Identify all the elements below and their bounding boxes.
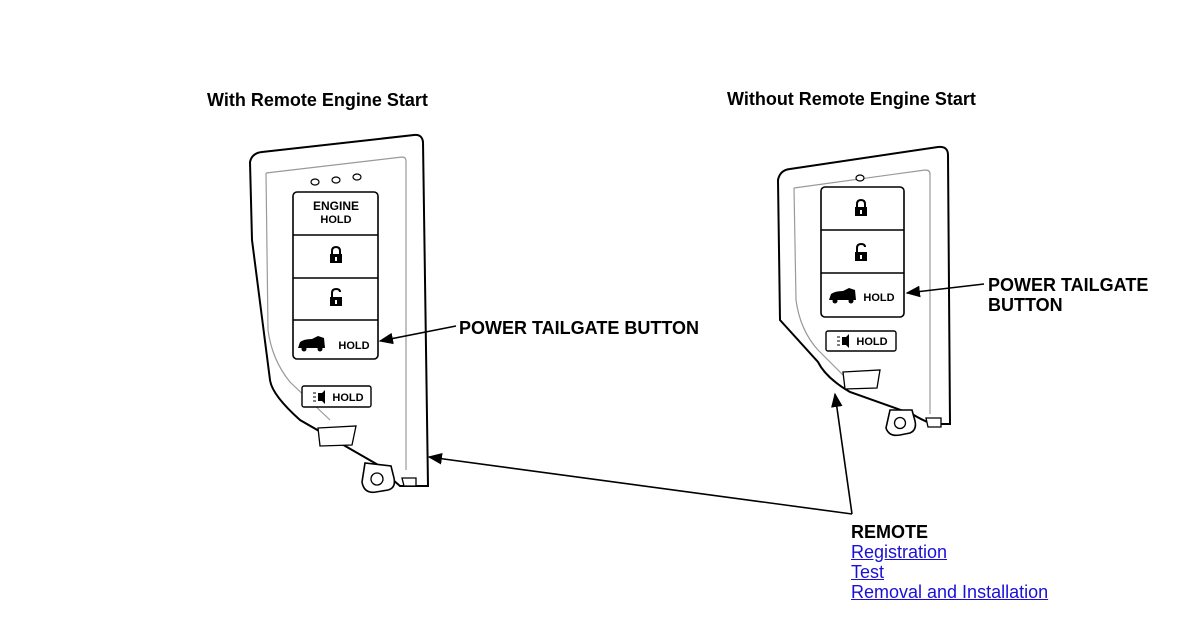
panic-button-left	[301, 385, 372, 408]
leader-left-tailgate	[378, 325, 457, 345]
fob-right-inner-outline	[793, 169, 931, 414]
callout-power-tailgate-left: POWER TAILGATE BUTTON	[459, 318, 699, 338]
callout-power-tailgate-right: POWER TAILGATE BUTTON	[988, 275, 1148, 315]
unlock-icon	[855, 242, 867, 261]
callout-line-1: POWER TAILGATE	[988, 275, 1149, 295]
heading-without-remote-start: Without Remote Engine Start	[727, 89, 976, 109]
panic-horn-icon	[313, 390, 325, 404]
engine-start-button-hold-label: HOLD	[320, 214, 351, 226]
remote-reference-block: REMOTE Registration Test Removal and Ins…	[851, 522, 1048, 602]
leader-remote-left	[427, 453, 853, 515]
tailgate-hold-label: HOLD	[863, 292, 894, 304]
link-registration[interactable]: Registration	[851, 542, 948, 562]
unlock-icon	[330, 287, 342, 306]
panic-hold-label: HOLD	[856, 336, 887, 348]
indicator-led	[352, 173, 362, 181]
tailgate-hold-label: HOLD	[338, 340, 369, 352]
panic-button-right	[825, 330, 897, 352]
fob-left-inner-outline	[265, 156, 407, 470]
indicator-led	[855, 174, 865, 182]
button-panel-left	[292, 191, 379, 360]
emergency-key-slot	[317, 425, 357, 447]
fob-without-remote-start: HOLD HOLD	[776, 145, 952, 437]
heading-with-remote-start: With Remote Engine Start	[207, 90, 428, 110]
link-test[interactable]: Test	[851, 562, 885, 582]
link-removal-installation[interactable]: Removal and Installation	[851, 582, 1049, 602]
car-tailgate-icon	[829, 288, 856, 304]
leader-remote-right	[831, 392, 853, 515]
panic-hold-label: HOLD	[332, 392, 363, 404]
car-tailgate-icon	[298, 336, 325, 352]
leader-right-tailgate	[905, 283, 985, 298]
engine-start-button-label: ENGINE	[313, 199, 359, 213]
lock-icon	[855, 198, 867, 216]
indicator-led	[331, 176, 341, 184]
lock-icon	[330, 245, 342, 263]
indicator-led	[310, 178, 320, 186]
callout-line-2: BUTTON	[988, 295, 1063, 315]
fob-with-remote-start: ENGINE HOLD HOLD	[248, 133, 430, 494]
panic-horn-icon	[837, 334, 849, 348]
remote-title: REMOTE	[851, 522, 929, 542]
emergency-key-slot	[842, 369, 881, 390]
